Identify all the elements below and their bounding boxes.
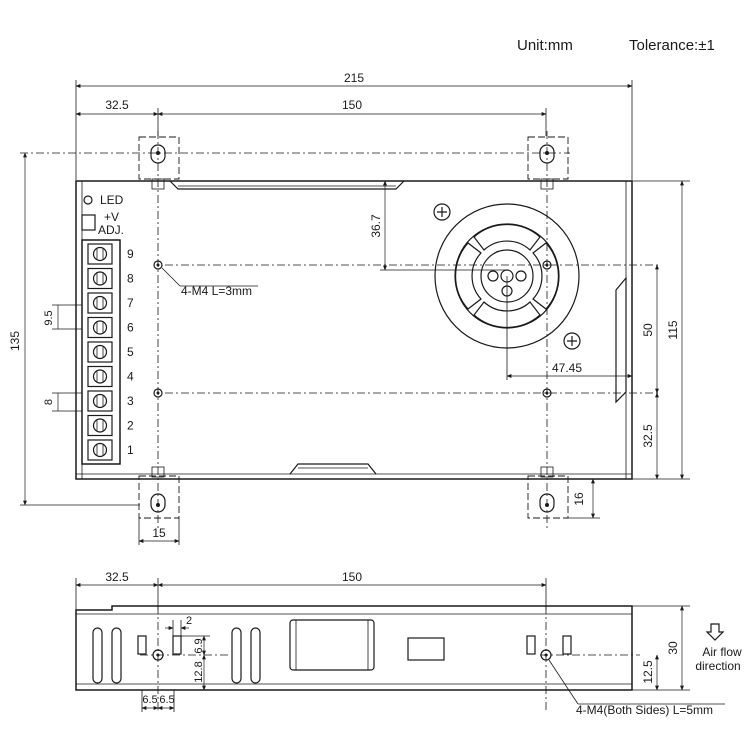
terminal-9: 9	[87, 243, 134, 265]
terminal-label: 1	[127, 443, 134, 457]
dim-tab-height: 16	[572, 492, 586, 506]
terminal-6: 6	[87, 316, 134, 339]
top-mount-note: 4-M4 L=3mm	[181, 284, 252, 298]
terminal-label: 2	[127, 419, 134, 433]
side-dim-height: 30	[666, 641, 680, 655]
dim-tab-width: 15	[152, 526, 166, 540]
side-dim-slot-gap: 2	[186, 615, 192, 627]
side-dim-slot-height: 6.9	[193, 638, 205, 653]
terminal-label: 8	[127, 272, 134, 286]
terminal-7: 7	[87, 292, 134, 314]
terminal-2: 2	[87, 414, 134, 437]
dim-terminal-width: 8	[43, 399, 55, 405]
dim-overall-width: 215	[344, 71, 364, 85]
dim-hole-offset-left: 32.5	[105, 98, 129, 112]
dim-terminal-pitch: 9.5	[43, 310, 55, 325]
terminal-3: 3	[87, 390, 134, 412]
terminal-label: 7	[127, 296, 134, 310]
side-mount-note: 4-M4(Both Sides) L=5mm	[576, 703, 713, 717]
side-dim-hole-spacing: 150	[342, 570, 362, 584]
top-view: 215 32.5 150	[8, 71, 690, 545]
terminal-label: 3	[127, 394, 134, 408]
terminal-block	[81, 239, 121, 465]
dim-overall-height: 135	[8, 331, 22, 351]
terminal-5: 5	[87, 341, 134, 363]
terminal-label: 6	[127, 321, 134, 335]
side-dim-hole-offset: 32.5	[105, 570, 129, 584]
dim-fan-offset: 47.45	[552, 361, 582, 375]
terminal-label: 9	[127, 247, 134, 261]
dim-fan-top: 36.7	[369, 214, 383, 238]
side-dim-w2: 6.5	[159, 694, 174, 706]
vadj-label-line1: +V	[104, 210, 119, 224]
side-view: 32.5 150 2	[75, 570, 742, 717]
terminal-4: 4	[87, 365, 134, 388]
vadj-label-line2: ADJ.	[98, 223, 124, 237]
airflow-arrow-icon	[705, 623, 725, 641]
side-dim-hole-height: 12.5	[641, 660, 655, 684]
side-dim-w1: 6.5	[142, 694, 157, 706]
terminal-8: 8	[87, 267, 134, 290]
terminal-label: 4	[127, 370, 134, 384]
airflow-label-line2: direction	[695, 659, 740, 673]
dim-body-height: 115	[666, 320, 680, 339]
side-dim-slot-height2: 12.8	[193, 661, 205, 682]
led-label: LED	[100, 193, 124, 207]
dim-hole-spacing: 150	[342, 98, 362, 112]
airflow-label-line1: Air flow	[702, 645, 742, 659]
dim-hole-spacing-v: 50	[641, 323, 655, 337]
unit-label: Unit:mm	[517, 37, 573, 54]
dim-hole-bottom: 32.5	[641, 424, 655, 448]
terminal-1: 1	[87, 439, 134, 461]
terminal-label: 5	[127, 345, 134, 359]
tolerance-label: Tolerance:±1	[629, 37, 715, 54]
